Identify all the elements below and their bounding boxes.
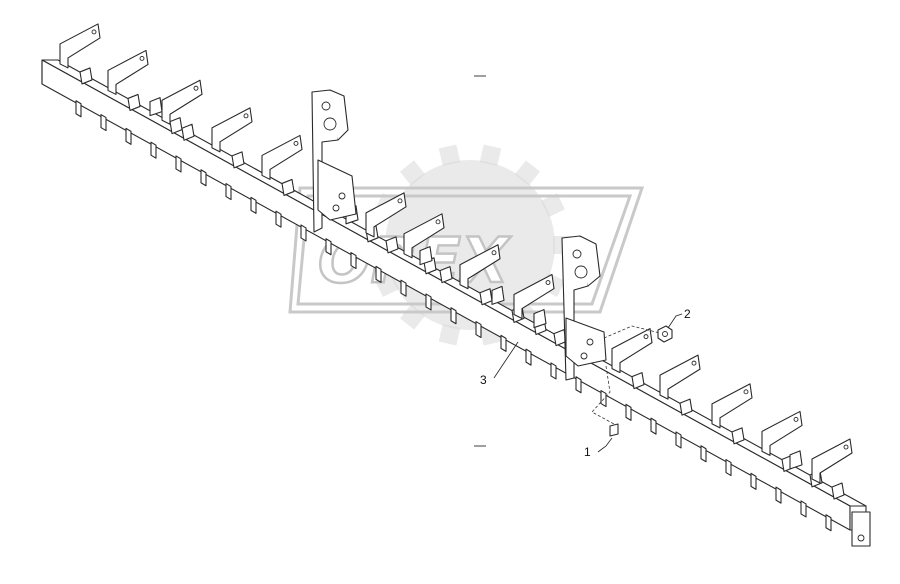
tine-tooth (125, 127, 132, 145)
tine-tooth (200, 169, 207, 187)
tine-tooth (625, 403, 632, 421)
tine-tooth (350, 252, 357, 270)
tine-tooth (825, 514, 832, 532)
tine-teeth (75, 100, 832, 532)
tine-tooth (775, 486, 782, 504)
tine-tooth (675, 431, 682, 449)
tine-tooth (600, 390, 607, 408)
tine-bracket (107, 49, 149, 111)
hanger-plate-right (561, 235, 607, 381)
tine-bracket (211, 107, 253, 169)
tine-tooth (575, 376, 582, 394)
tine-tooth (450, 307, 457, 325)
callout-label-1: 1 (584, 445, 591, 459)
tine-tooth (425, 293, 432, 311)
tine-tooth (700, 445, 707, 463)
bolt-part (591, 365, 619, 437)
tine-tooth (475, 321, 482, 339)
tine-tooth (650, 417, 657, 435)
tine-tooth (275, 210, 282, 228)
tine-tooth (500, 334, 507, 352)
tine-bracket (419, 246, 453, 284)
tine-bracket (365, 192, 407, 254)
tine-tooth (325, 238, 332, 256)
tine-bracket (811, 438, 853, 500)
tine-tooth (525, 348, 532, 366)
tine-bracket (161, 79, 203, 141)
tine-tooth (250, 196, 257, 214)
callout-label-3: 3 (480, 373, 487, 387)
hanger-plate-left (311, 89, 357, 233)
tine-tooth (75, 100, 82, 118)
tine-brackets (59, 23, 853, 500)
tine-bracket (59, 23, 101, 85)
tine-tooth (300, 224, 307, 242)
tine-bar-frame (41, 59, 871, 547)
tine-bracket (261, 134, 303, 196)
nut-part (603, 325, 673, 343)
tine-bracket (149, 97, 183, 135)
callout-3: 3 (480, 341, 519, 387)
tine-bracket (711, 383, 753, 445)
callout-2: 2 (667, 307, 691, 329)
tine-tooth (550, 362, 557, 380)
tine-tooth (150, 141, 157, 159)
tine-tooth (100, 114, 107, 132)
callout-label-2: 2 (684, 307, 691, 321)
tine-tooth (750, 472, 757, 490)
tine-bracket (533, 309, 567, 347)
tine-tooth (800, 500, 807, 518)
tine-tooth (400, 279, 407, 297)
tine-bracket (659, 354, 701, 416)
tine-tooth (725, 459, 732, 477)
tine-tooth (225, 183, 232, 201)
tine-bracket (611, 328, 653, 390)
tine-tooth (175, 155, 182, 173)
tine-tooth (375, 265, 382, 283)
callout-1: 1 (584, 437, 613, 459)
